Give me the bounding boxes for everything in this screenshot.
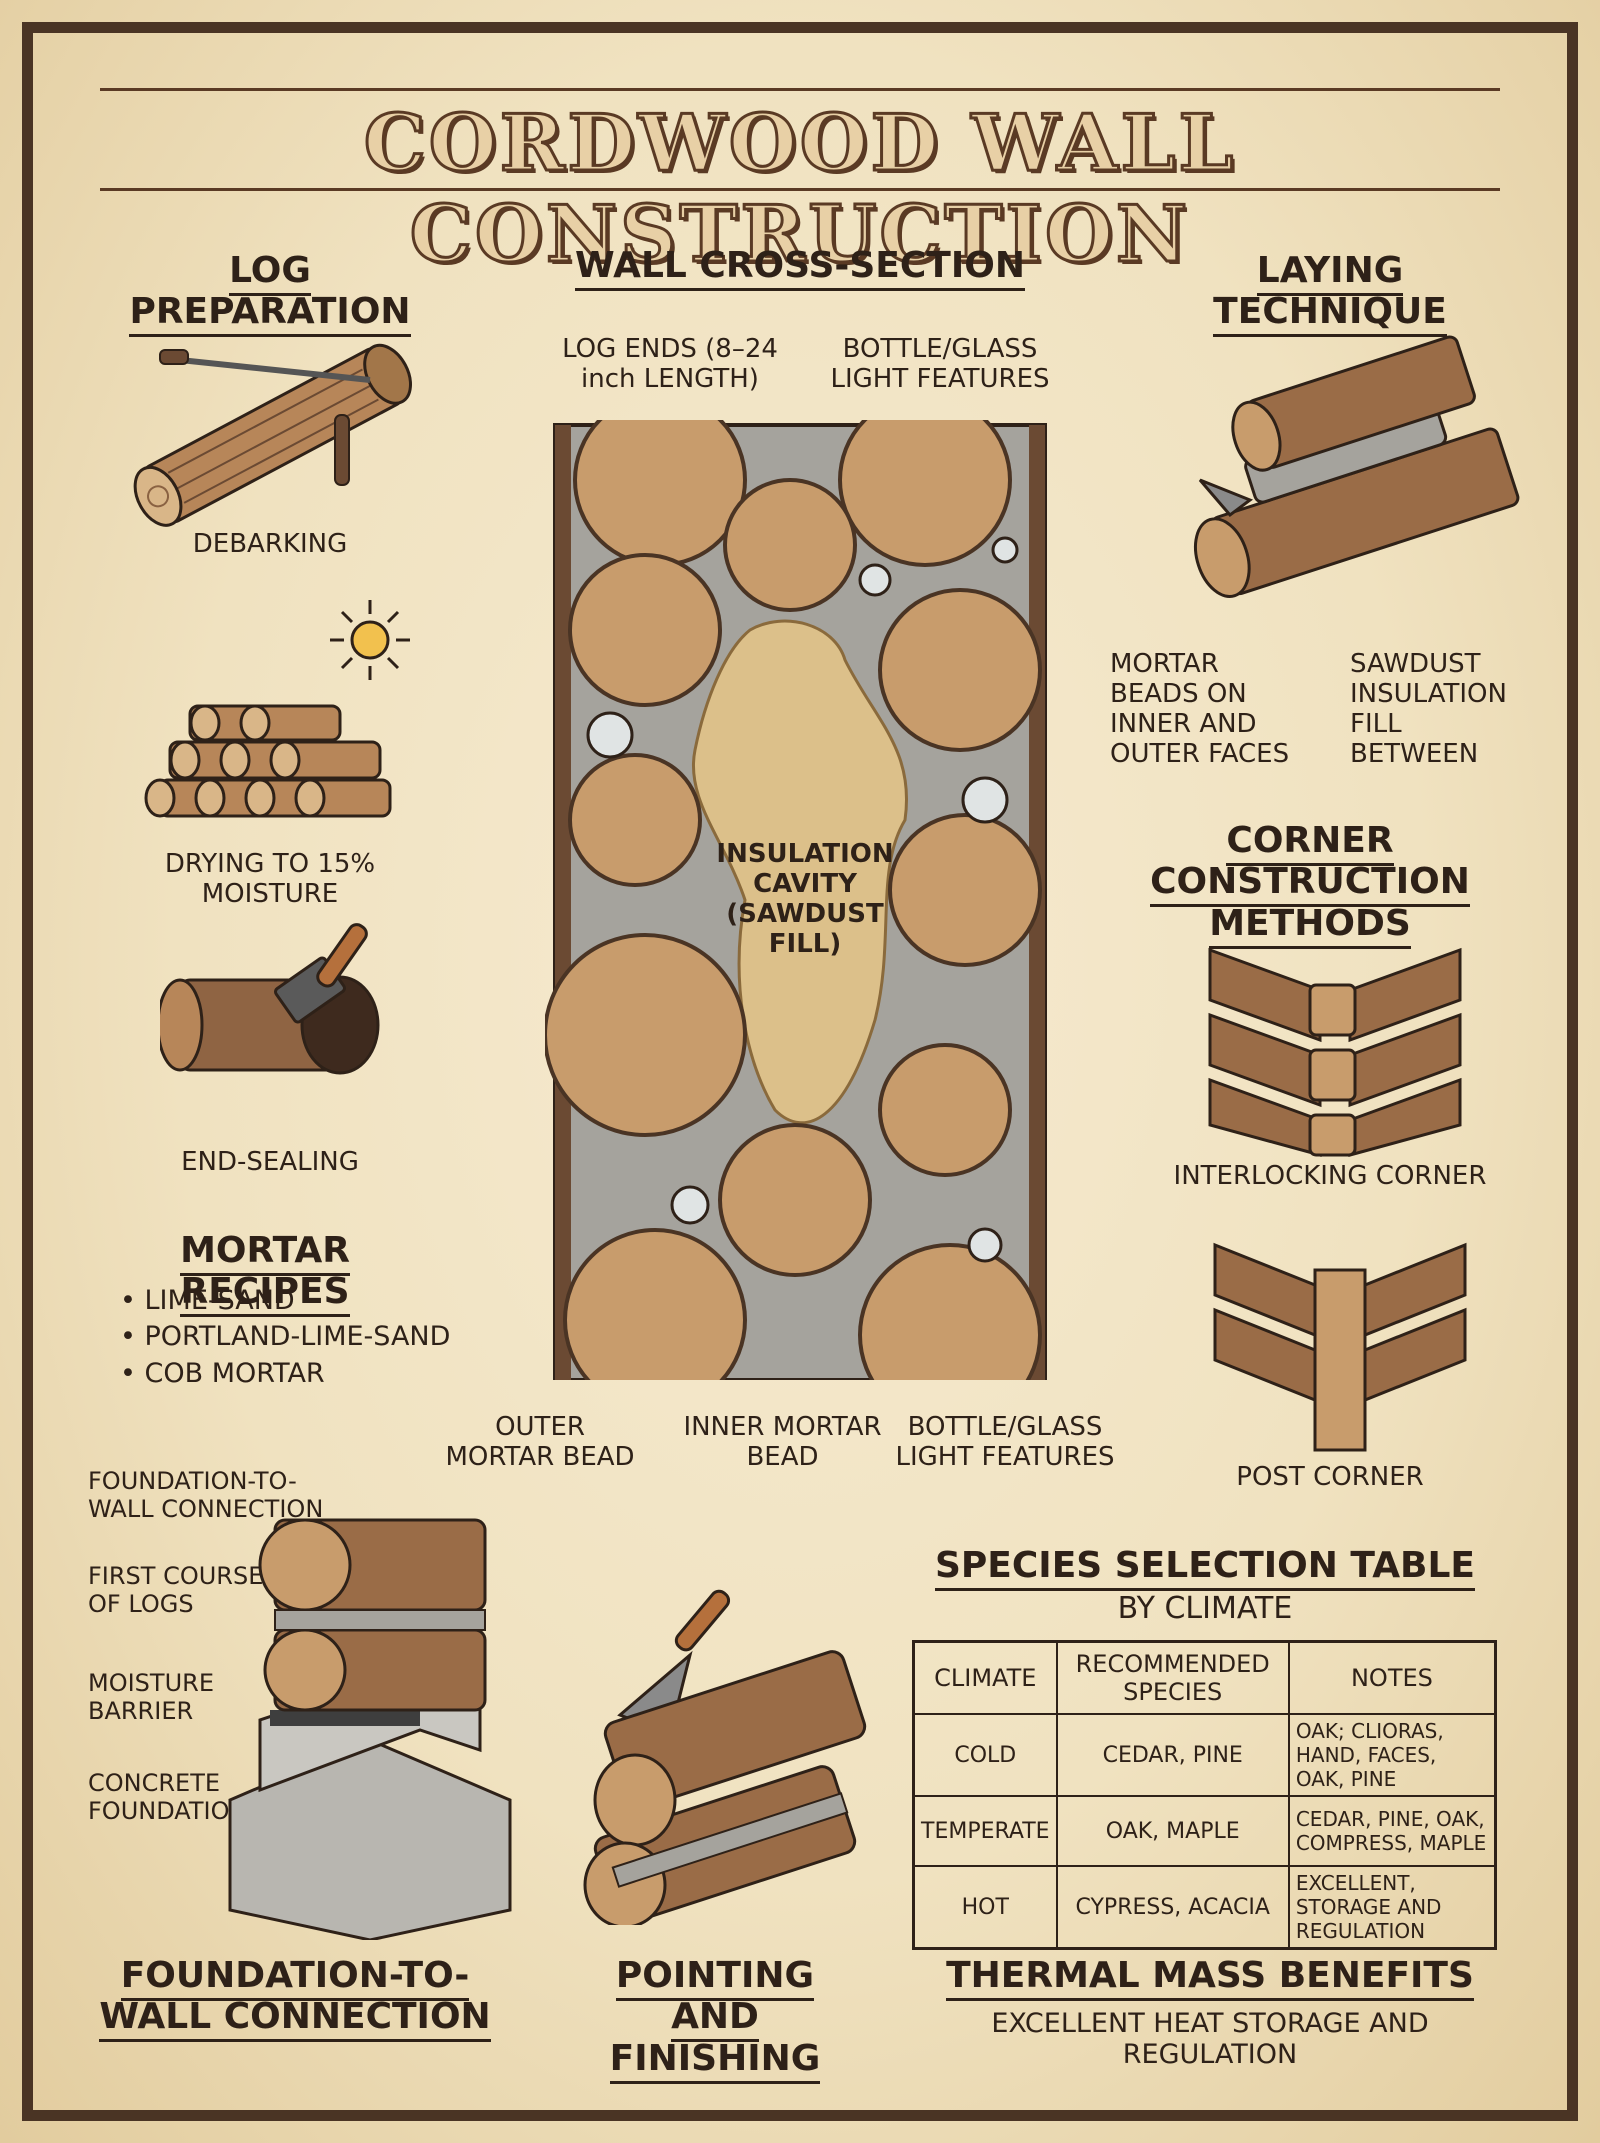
- log-prep-heading: LOG PREPARATION: [105, 250, 435, 338]
- table-row: HOT CYPRESS, ACACIA EXCELLENT, STORAGE A…: [912, 1865, 1497, 1950]
- title-rule-top: [100, 88, 1500, 91]
- cross-section-heading: WALL CROSS-SECTION: [570, 245, 1030, 291]
- interlocking-corner-label: INTERLOCKING CORNER: [1173, 1161, 1487, 1191]
- debarking-label: DEBARKING: [192, 529, 348, 559]
- column-header: RECOMMENDED SPECIES: [1055, 1640, 1290, 1715]
- interlocking-corner-illustration: [1208, 947, 1462, 1157]
- column-header: CLIMATE: [912, 1640, 1058, 1715]
- post-corner-label: POST CORNER: [1236, 1462, 1424, 1492]
- drying-label: DRYING TO 15% MOISTURE: [164, 849, 376, 909]
- thermal-text: EXCELLENT HEAT STORAGE AND REGULATION: [991, 2008, 1429, 2071]
- outer-bead-label: OUTER MORTAR BEAD: [445, 1412, 635, 1472]
- first-course-callout: FIRST COURSE OF LOGS: [88, 1562, 264, 1618]
- mortar-item: LIME-SAND: [120, 1283, 450, 1319]
- mortar-item: COB MORTAR: [120, 1356, 450, 1392]
- log-ends-label: LOG ENDS (8–24 inch LENGTH): [562, 334, 778, 394]
- concrete-foundation-callout: CONCRETE FOUNDATION: [88, 1769, 248, 1825]
- bottle-bottom-label: BOTTLE/GLASS LIGHT FEATURES: [895, 1412, 1115, 1472]
- table-cell: CEDAR, PINE: [1055, 1713, 1290, 1797]
- sawdust-cavity: [692, 619, 908, 1125]
- foundation-illustration: [228, 1518, 512, 1940]
- log-stack-illustration: [144, 704, 392, 818]
- bottle-top-label: BOTTLE/GLASS LIGHT FEATURES: [830, 334, 1050, 394]
- debarking-illustration: [133, 343, 412, 527]
- table-cell: OAK, MAPLE: [1055, 1795, 1290, 1867]
- table-cell: EXCELLENT, STORAGE AND REGULATION: [1287, 1865, 1497, 1950]
- laying-illustration: [1194, 335, 1520, 598]
- pointing-heading: POINTING AND FINISHING: [570, 1955, 860, 2084]
- end-sealing-label: END-SEALING: [181, 1147, 359, 1177]
- laying-heading: LAYING TECHNIQUE: [1150, 250, 1510, 338]
- table-cell: CEDAR, PINE, OAK, COMPRESS, MAPLE: [1287, 1795, 1497, 1867]
- title-rule-bottom: [100, 188, 1500, 191]
- inner-bead-label: INNER MORTAR BEAD: [683, 1412, 882, 1472]
- mortar-beads-label: MORTAR BEADS ON INNER AND OUTER FACES: [1110, 649, 1290, 769]
- sun-icon: [330, 600, 410, 680]
- foundation-callout: FOUNDATION-TO-WALL CONNECTION: [88, 1467, 324, 1523]
- species-subheading: BY CLIMATE: [1117, 1591, 1293, 1626]
- pointing-illustration: [583, 1589, 867, 1925]
- table-cell: TEMPERATE: [912, 1795, 1058, 1867]
- species-table: CLIMATE RECOMMENDED SPECIES NOTES COLD C…: [912, 1640, 1497, 1950]
- table-cell: CYPRESS, ACACIA: [1055, 1865, 1290, 1950]
- thermal-heading: THERMAL MASS BENEFITS: [900, 1955, 1520, 2001]
- column-header: NOTES: [1287, 1640, 1497, 1715]
- post-corner-illustration: [1213, 1242, 1467, 1452]
- mortar-list: LIME-SAND PORTLAND-LIME-SAND COB MORTAR: [120, 1283, 451, 1392]
- table-cell: OAK; CLIORAS, HAND, FACES, OAK, PINE: [1287, 1713, 1497, 1797]
- moisture-barrier-callout: MOISTURE BARRIER: [88, 1669, 214, 1725]
- table-cell: COLD: [912, 1713, 1058, 1797]
- species-heading: SPECIES SELECTION TABLE: [900, 1545, 1510, 1591]
- corner-heading: CORNER CONSTRUCTION METHODS: [1100, 820, 1520, 949]
- table-cell: HOT: [912, 1865, 1058, 1950]
- wall-cross-section: [545, 420, 1047, 1380]
- cavity-label: INSULATION CAVITY (SAWDUST FILL): [716, 839, 894, 959]
- table-row: TEMPERATE OAK, MAPLE CEDAR, PINE, OAK, C…: [912, 1795, 1497, 1867]
- table-row: COLD CEDAR, PINE OAK; CLIORAS, HAND, FAC…: [912, 1713, 1497, 1797]
- mortar-item: PORTLAND-LIME-SAND: [120, 1319, 451, 1355]
- foundation-heading: FOUNDATION-TO-WALL CONNECTION: [80, 1955, 510, 2043]
- end-sealing-illustration: [160, 923, 380, 1075]
- poster-title: CORDWOOD WALL CONSTRUCTION: [362, 97, 1237, 282]
- sawdust-fill-label: SAWDUST INSULATION FILL BETWEEN: [1350, 649, 1507, 769]
